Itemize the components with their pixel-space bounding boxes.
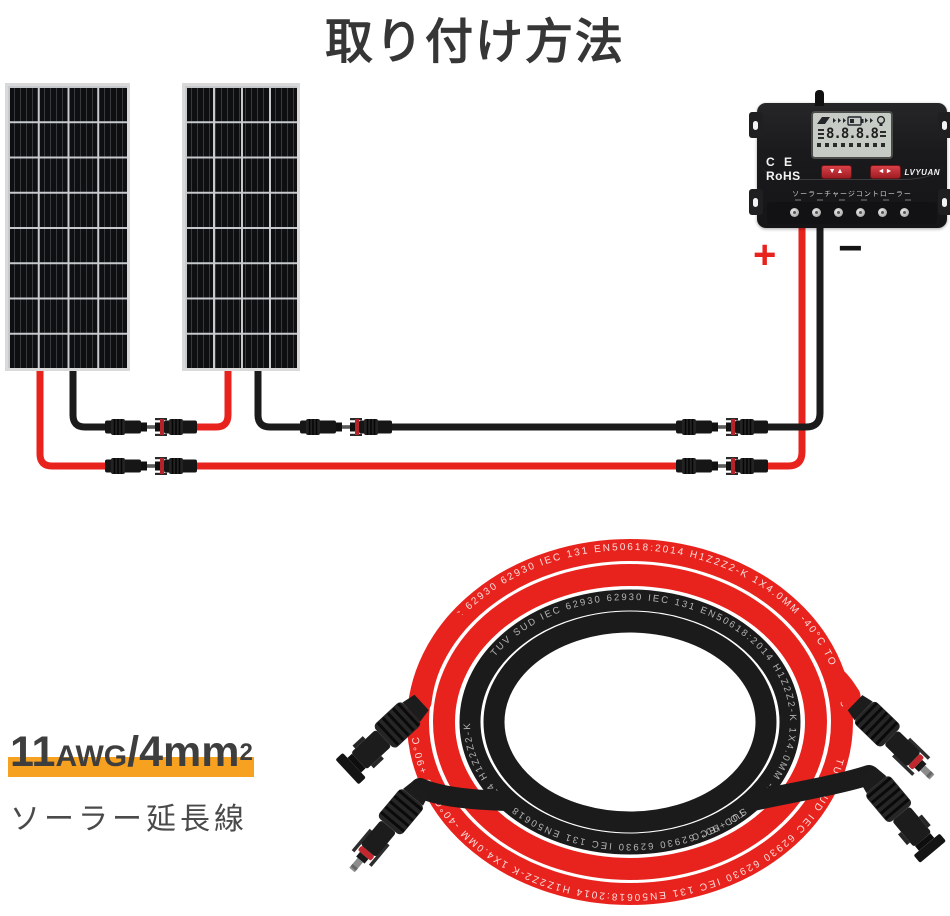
controller-jp-label: ソーラーチャージコントローラー bbox=[792, 191, 912, 198]
minus-label: − bbox=[838, 224, 863, 271]
lcd-segment-row bbox=[817, 143, 887, 147]
gauge-number: 11 bbox=[10, 728, 56, 776]
set-button[interactable]: ◄► bbox=[870, 165, 901, 179]
lcd-digits: 8.8.8.8 bbox=[825, 126, 879, 142]
lcd-left-marks bbox=[817, 129, 824, 139]
terminal-screw bbox=[900, 208, 909, 217]
brand-logo: LVYUAN bbox=[904, 168, 940, 177]
sensor-cable-stub bbox=[815, 90, 824, 106]
charge-controller: 8.8.8.8 C E RoHS ▼▲ ◄► LVYUAN ソーラーチャージコン… bbox=[749, 90, 950, 228]
ce-mark: C E bbox=[766, 155, 796, 169]
terminal-screw bbox=[812, 208, 821, 217]
terminal-screw bbox=[834, 208, 843, 217]
terminal-strip bbox=[767, 202, 937, 224]
mounting-ear bbox=[749, 189, 763, 215]
cable-tails bbox=[410, 612, 879, 811]
terminal-icons bbox=[795, 199, 915, 201]
terminal-screw bbox=[790, 208, 799, 217]
lcd-unit-marks bbox=[880, 131, 886, 137]
wire-black-series-link bbox=[69, 366, 232, 431]
mc4-male-connector-black bbox=[338, 776, 435, 882]
rohs-mark: RoHS bbox=[766, 169, 801, 183]
wire-black-negative bbox=[254, 220, 824, 431]
plus-label: + bbox=[753, 233, 777, 277]
cable-spec-block: 11AWG/4mm2 ソーラー延長線 bbox=[8, 728, 254, 838]
mounting-ear bbox=[938, 189, 950, 215]
solar-panel-2 bbox=[182, 83, 300, 371]
mounting-ear bbox=[749, 112, 763, 138]
cable-size: /4mm bbox=[127, 728, 240, 776]
certification-marks: C E RoHS bbox=[766, 156, 801, 182]
solar-panel-1 bbox=[5, 83, 130, 371]
mc4-female-connector-black bbox=[852, 761, 948, 865]
page-title: 取り付け方法 bbox=[324, 16, 625, 69]
lcd-status-icons bbox=[817, 115, 886, 126]
wiring-diagram bbox=[36, 220, 824, 476]
cable-loops bbox=[407, 539, 853, 905]
terminal-screw bbox=[856, 208, 865, 217]
gauge-unit: AWG bbox=[55, 740, 128, 773]
lcd-display: 8.8.8.8 bbox=[811, 111, 893, 159]
cable-jp-label: ソーラー延長線 bbox=[10, 803, 248, 836]
orange-highlight bbox=[8, 757, 254, 777]
terminal-screw bbox=[878, 208, 887, 217]
size-superscript: 2 bbox=[239, 738, 253, 766]
cable-gauge-line: 11AWG/4mm2 bbox=[8, 728, 254, 784]
face-seam bbox=[761, 103, 943, 180]
wire-red-positive bbox=[36, 220, 806, 470]
arrow-buttons[interactable]: ▼▲ bbox=[821, 165, 852, 179]
terminal-screws bbox=[790, 208, 909, 217]
